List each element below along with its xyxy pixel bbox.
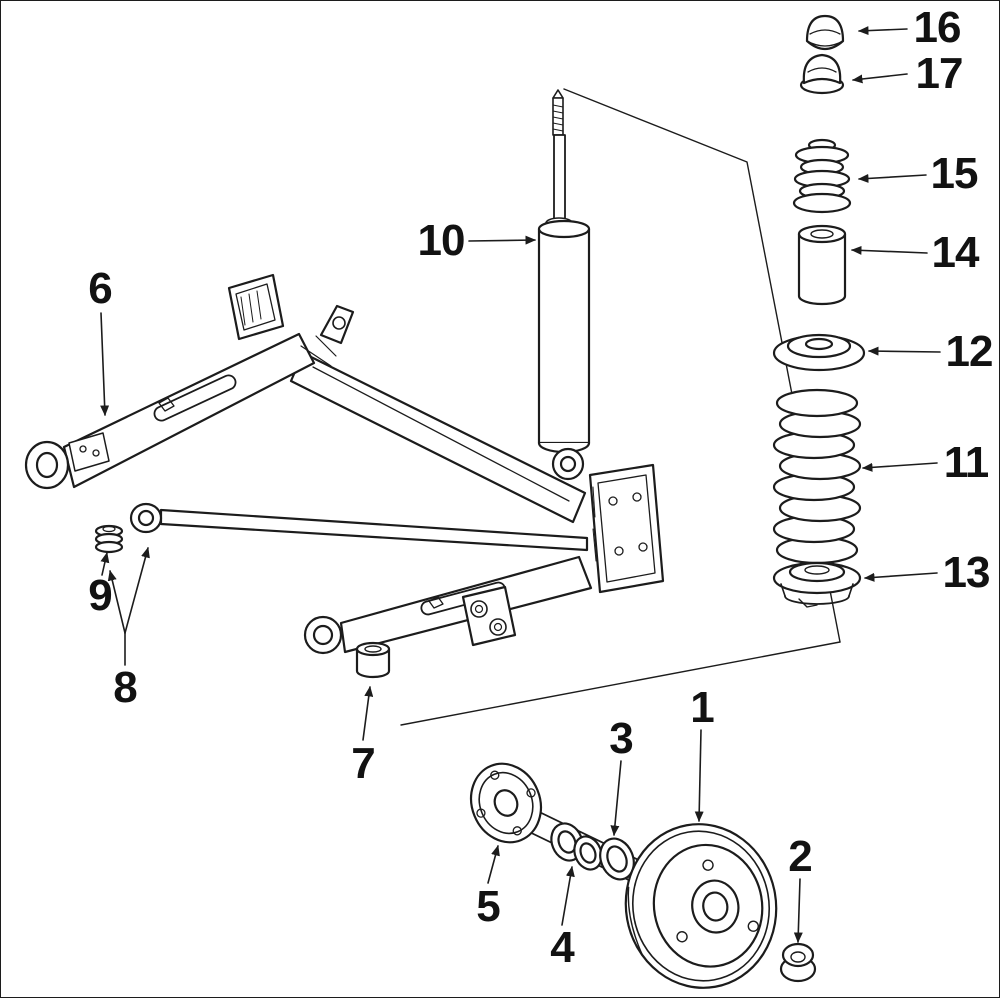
callout-1-label: 1 — [690, 683, 715, 732]
callout-4-label: 4 — [550, 923, 575, 972]
callout-arrow-12 — [868, 346, 941, 356]
callout-arrow-17 — [852, 73, 908, 84]
callout-arrow-9 — [100, 552, 110, 576]
bump-cap-drawing-16 — [805, 14, 845, 51]
callout-5-label: 5 — [476, 882, 501, 931]
alignment-leader-lines — [400, 88, 841, 726]
callout-13-label: 13 — [942, 548, 991, 597]
callout-arrow-16 — [858, 26, 908, 36]
callout-arrow-5 — [487, 845, 500, 884]
shock-absorber-drawing — [537, 89, 591, 481]
wheel-bearing-drawing-4 — [550, 822, 603, 871]
bushing-drawing-7 — [355, 641, 391, 679]
callout-arrow-1 — [694, 729, 704, 822]
axle-beam-assembly-drawing — [24, 273, 665, 655]
callout-11-label: 11 — [943, 438, 990, 487]
callout-arrow-2 — [793, 878, 803, 943]
callout-arrow-4 — [561, 866, 575, 926]
callout-arrow-3 — [610, 760, 622, 836]
callout-3-label: 3 — [609, 714, 634, 763]
callout-arrow-11 — [862, 462, 938, 472]
bump-stop-drawing-17 — [799, 53, 845, 95]
upper-spring-seat-drawing-12 — [772, 333, 866, 372]
callout-15-label: 15 — [930, 149, 979, 198]
callout-8-label: 8 — [113, 663, 138, 712]
callout-12-label: 12 — [945, 327, 994, 376]
callout-arrow-15 — [858, 173, 927, 183]
dust-shield-drawing-14 — [797, 224, 847, 306]
callout-9-label: 9 — [88, 571, 113, 620]
lower-spring-seat-drawing-13 — [772, 561, 862, 608]
callout-arrow-6 — [100, 312, 110, 416]
callout-arrow-8b — [124, 547, 150, 634]
callout-17-label: 17 — [915, 49, 964, 98]
callout-6-label: 6 — [88, 264, 113, 313]
coil-bushing-drawing-9 — [94, 524, 124, 554]
brake-drum-drawing-1 — [624, 823, 778, 989]
callout-2-label: 2 — [788, 832, 813, 881]
callout-arrows — [100, 26, 941, 943]
callout-14-label: 14 — [931, 228, 980, 277]
callout-arrow-7 — [362, 686, 374, 741]
callout-arrow-13 — [864, 572, 938, 582]
callout-10-label: 10 — [417, 216, 466, 265]
callout-arrow-8a — [107, 570, 126, 634]
bellows-bumper-drawing-15 — [792, 138, 852, 214]
hub-nut-drawing-2 — [779, 942, 817, 983]
callout-16-label: 16 — [913, 3, 962, 52]
callout-arrow-14 — [851, 245, 928, 255]
hub-flange-drawing-5 — [469, 762, 543, 844]
coil-spring-drawing-11 — [772, 388, 862, 565]
seal-ring-drawing-3 — [599, 837, 635, 881]
callout-7-label: 7 — [351, 739, 376, 788]
callout-arrow-10 — [468, 235, 536, 245]
